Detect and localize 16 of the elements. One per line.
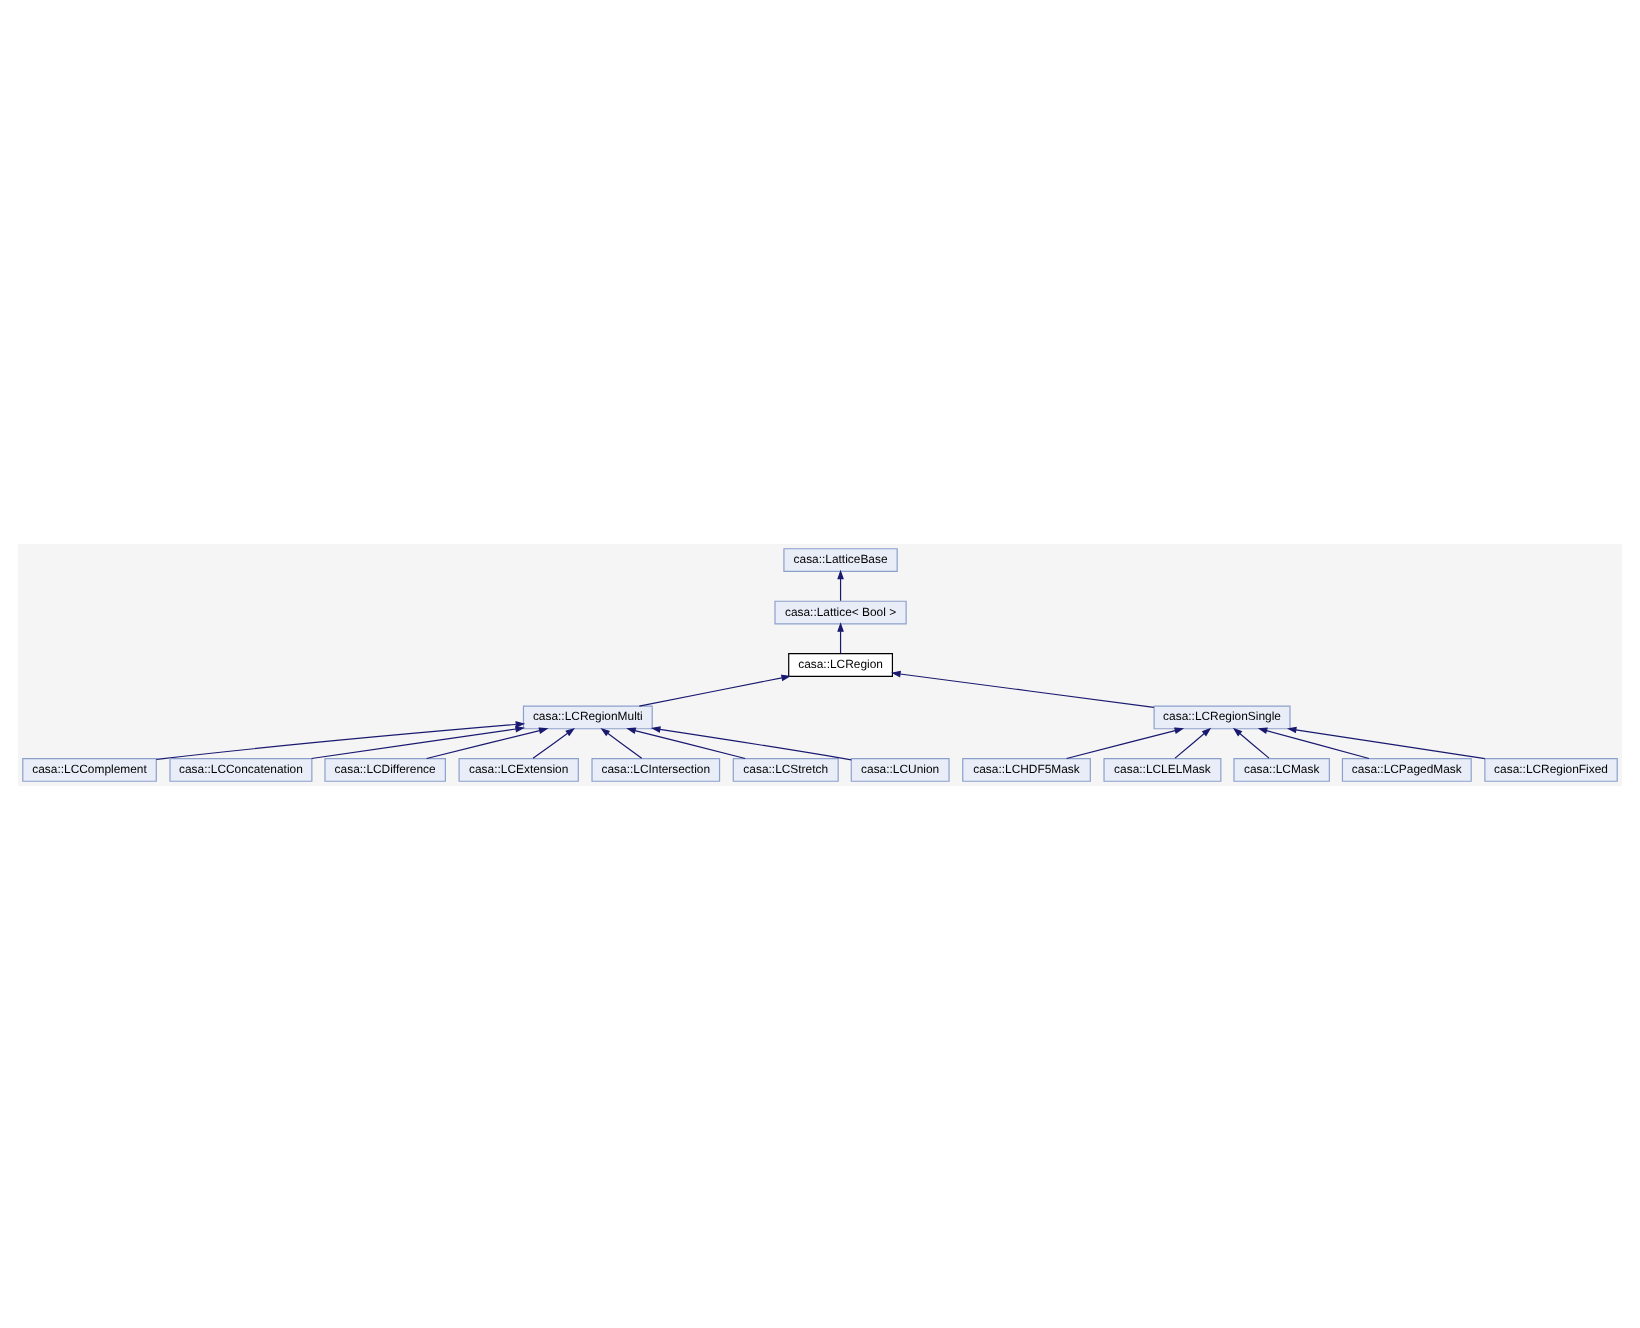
arrow xyxy=(1174,726,1212,758)
arrow xyxy=(891,669,1155,707)
arrow xyxy=(1286,725,1486,759)
arrow xyxy=(1232,726,1270,758)
arrow xyxy=(1065,726,1185,759)
arrow xyxy=(650,725,852,760)
arrow xyxy=(1257,726,1370,759)
arrow xyxy=(638,673,791,706)
arrow xyxy=(837,621,844,653)
arrow xyxy=(626,726,746,759)
arrow xyxy=(310,724,525,759)
arrow xyxy=(837,568,844,601)
arrow xyxy=(426,726,549,759)
arrow xyxy=(532,726,575,758)
arrow xyxy=(600,726,643,758)
arrow xyxy=(155,720,526,759)
